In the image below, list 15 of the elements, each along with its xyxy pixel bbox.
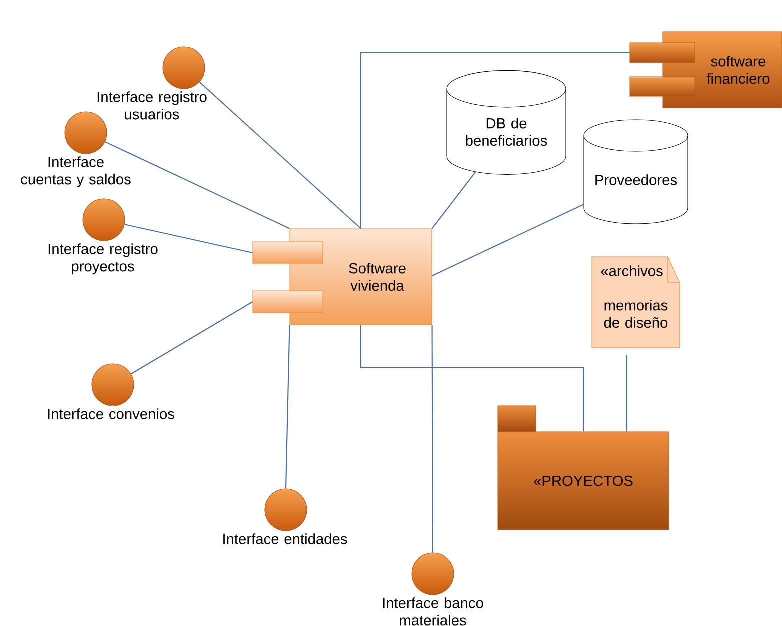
connector-line xyxy=(199,82,362,230)
database-cylinder: DB de beneficiarios xyxy=(446,70,566,175)
connector-line xyxy=(105,142,290,230)
package-folder: «PROYECTOS xyxy=(498,406,670,530)
connector-line xyxy=(432,172,476,230)
connector-line xyxy=(285,325,290,489)
connector-line xyxy=(360,52,630,229)
database-cylinder: Proveedores xyxy=(584,120,688,224)
connector-line xyxy=(360,325,584,432)
connector-line xyxy=(432,325,434,553)
component-box: Software vivienda xyxy=(252,228,432,326)
connector-line xyxy=(432,204,584,276)
connector-line xyxy=(626,355,628,432)
component-box: software financiero xyxy=(630,32,782,108)
connector-line xyxy=(131,302,253,375)
